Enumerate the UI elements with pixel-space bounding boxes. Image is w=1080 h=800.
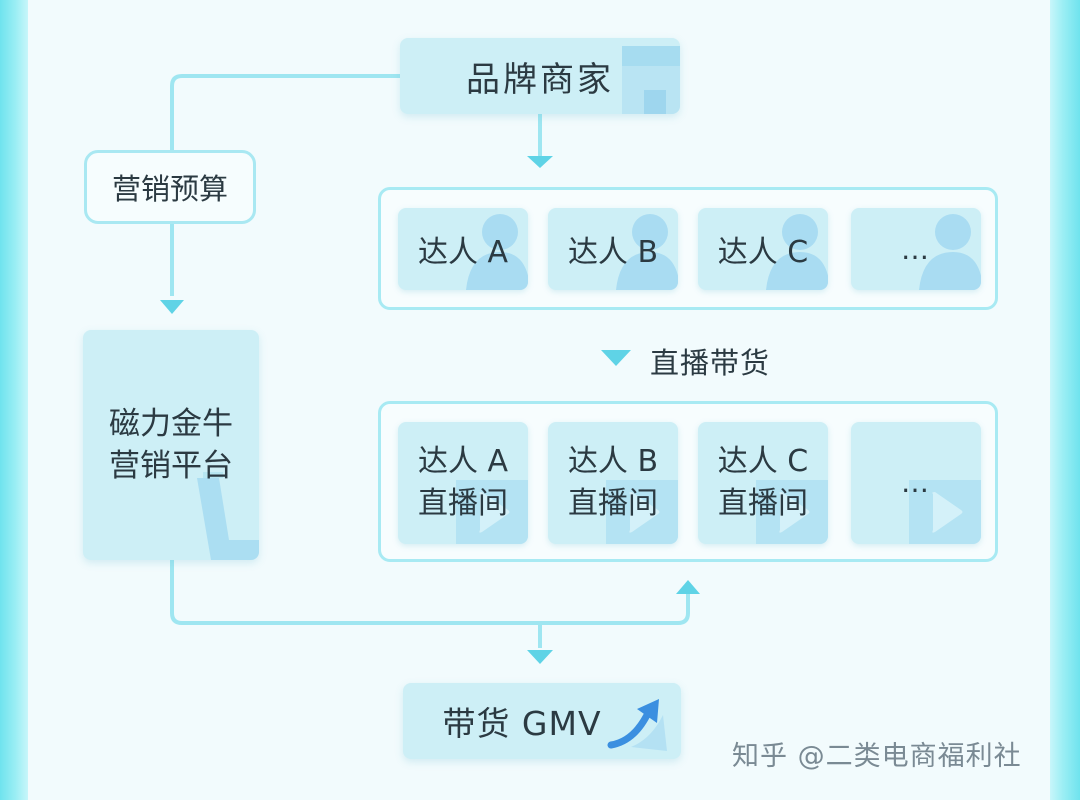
marketing-budget-label: 营销预算 bbox=[111, 172, 228, 206]
live-room-line1: 达人 A bbox=[417, 444, 509, 479]
gmv-result-node: 带货 GMV bbox=[403, 683, 681, 759]
brand-merchant-label: 品牌商家 bbox=[466, 59, 614, 100]
user-silhouette-icon bbox=[766, 214, 828, 290]
marketing-budget-node: 营销预算 bbox=[84, 150, 256, 224]
live-selling-arrow bbox=[601, 350, 631, 366]
platform-label-line1: 磁力金牛 bbox=[109, 406, 233, 442]
live-room-card: 达人 A 直播间 bbox=[398, 422, 528, 544]
creator-card-more: … bbox=[851, 208, 981, 290]
user-silhouette-icon bbox=[919, 214, 981, 290]
live-room-card-more: … bbox=[851, 422, 981, 544]
platform-label-line2: 营销平台 bbox=[109, 448, 233, 484]
live-room-card: 达人 C 直播间 bbox=[698, 422, 828, 544]
brand-merchant-node: 品牌商家 bbox=[400, 38, 680, 114]
creators-group: 达人 A 达人 B 达人 C … bbox=[378, 187, 998, 310]
gmv-result-label: 带货 GMV bbox=[442, 704, 602, 743]
platform-decoration-icon bbox=[197, 472, 259, 560]
creator-label: 达人 A bbox=[417, 235, 509, 270]
play-icon bbox=[909, 480, 981, 544]
live-room-line1: 达人 B bbox=[567, 444, 659, 479]
shop-icon bbox=[622, 46, 680, 114]
user-silhouette-icon bbox=[616, 214, 678, 290]
creator-label: 达人 B bbox=[567, 235, 659, 270]
arrow-to-gmv bbox=[527, 650, 553, 664]
trend-arrow-icon bbox=[607, 699, 667, 751]
creator-card: 达人 C bbox=[698, 208, 828, 290]
user-silhouette-icon bbox=[466, 214, 528, 290]
arrow-to-platform bbox=[160, 300, 184, 314]
live-selling-label: 直播带货 bbox=[650, 346, 771, 380]
left-frame-border bbox=[0, 0, 28, 800]
arrow-to-creators bbox=[527, 156, 553, 168]
right-frame-border bbox=[1050, 0, 1080, 800]
watermark-text: 知乎 @二类电商福利社 bbox=[732, 741, 1022, 772]
creator-label: 达人 C bbox=[717, 235, 809, 270]
play-icon bbox=[456, 480, 528, 544]
live-room-line2: 直播间 bbox=[718, 486, 808, 521]
live-rooms-group: 达人 A 直播间 达人 B 直播间 达人 C 直播间 … bbox=[378, 401, 998, 562]
arrow-to-liverooms bbox=[676, 580, 700, 594]
live-room-line2: 直播间 bbox=[568, 486, 658, 521]
live-room-card: 达人 B 直播间 bbox=[548, 422, 678, 544]
creator-more-label: … bbox=[901, 232, 931, 266]
play-icon bbox=[606, 480, 678, 544]
live-room-more-label: … bbox=[901, 466, 931, 499]
platform-to-liverooms-line bbox=[170, 560, 690, 625]
brand-to-budget-line bbox=[170, 74, 400, 150]
marketing-platform-node: 磁力金牛 营销平台 bbox=[83, 330, 259, 560]
creator-card: 达人 A bbox=[398, 208, 528, 290]
play-icon bbox=[756, 480, 828, 544]
live-room-line2: 直播间 bbox=[418, 486, 508, 521]
creator-card: 达人 B bbox=[548, 208, 678, 290]
live-room-line1: 达人 C bbox=[717, 444, 809, 479]
